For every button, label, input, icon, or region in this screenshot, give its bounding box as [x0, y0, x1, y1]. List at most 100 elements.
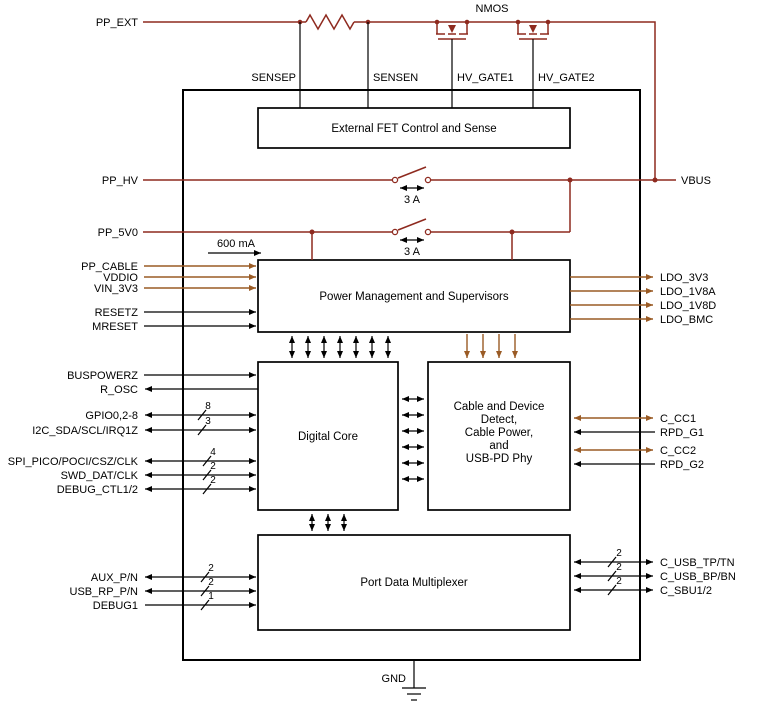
aux-bus-width: 2 — [208, 563, 214, 574]
debug1-label: DEBUG1 — [93, 600, 138, 612]
pp-cable-label: PP_CABLE — [81, 261, 138, 273]
switch-blade — [397, 218, 427, 231]
ldo-1v8d-label: LDO_1V8D — [660, 300, 716, 312]
hv-switch-rating: 3 A — [404, 194, 421, 206]
pm-to-core-arrows — [289, 336, 391, 358]
pin-ldo-bmc: LDO_BMC — [570, 314, 713, 326]
debug-ctl-label: DEBUG_CTL1/2 — [57, 484, 138, 496]
pin-i2c: 3 I2C_SDA/SCL/IRQ1Z — [32, 416, 256, 437]
vbus-label: VBUS — [681, 175, 711, 187]
usb-rp-bus-width: 2 — [208, 577, 214, 588]
c-usb-bp-label: C_USB_BP/BN — [660, 571, 736, 583]
c-usb-tp-bus-width: 2 — [616, 548, 622, 559]
pin-buspowerz: BUSPOWERZ — [67, 370, 256, 382]
swd-bus-width: 2 — [210, 461, 216, 472]
cable-detect-block — [427, 361, 571, 511]
pin-debug-ctl: 2 DEBUG_CTL1/2 — [57, 475, 256, 496]
c-usb-bp-bus-width: 2 — [616, 562, 622, 573]
pin-mreset: MRESET — [92, 321, 256, 333]
port-mux-block — [257, 534, 571, 631]
c-sbu-bus-width: 2 — [616, 576, 622, 587]
pin-rpd-g1: RPD_G1 — [574, 427, 704, 439]
cable-detect-line-3: Cable Power, — [465, 427, 533, 439]
swd-label: SWD_DAT/CLK — [61, 470, 139, 482]
c-sbu-label: C_SBU1/2 — [660, 585, 712, 597]
c-cc1-label: C_CC1 — [660, 413, 696, 425]
ldo-1v8a-label: LDO_1V8A — [660, 286, 716, 298]
digital-core-block — [257, 361, 399, 511]
gpio-label: GPIO0,2-8 — [85, 410, 138, 422]
rpd-g2-label: RPD_G2 — [660, 459, 704, 471]
pin-gpio: 8 GPIO0,2-8 — [85, 401, 256, 422]
cable-detect-line-4: and — [489, 440, 508, 452]
pm-to-cable-detect-arrows — [464, 334, 518, 358]
cable-detect-line-5: USB-PD Phy — [466, 453, 533, 465]
pin-usb-rp: 2 USB_RP_P/N — [70, 577, 256, 598]
core-to-mux-arrows — [309, 514, 347, 531]
gnd-label: GND — [382, 673, 407, 685]
power-mgmt-block — [257, 259, 571, 333]
pp-ext-rail — [143, 13, 656, 180]
fet1-body-arrow — [448, 25, 456, 33]
c-usb-tp-label: C_USB_TP/TN — [660, 557, 735, 569]
ground-symbol: GND — [382, 660, 426, 701]
pin-ldo-3v3: LDO_3V3 — [570, 272, 708, 284]
spi-bus-width: 4 — [210, 447, 216, 458]
spi-label: SPI_PICO/POCI/CSZ/CLK — [8, 456, 139, 468]
pin-c-cc2: C_CC2 — [574, 445, 696, 457]
cable-detect-line-2: Detect, — [481, 414, 517, 426]
pin-spi: 4 SPI_PICO/POCI/CSZ/CLK — [8, 447, 256, 468]
pin-ldo-1v8a: LDO_1V8A — [570, 286, 716, 298]
pin-resetz: RESETZ — [95, 307, 256, 319]
cable-detect-label: Cable and Device Detect, Cable Power, an… — [454, 401, 545, 465]
pin-rpd-g2: RPD_G2 — [574, 459, 704, 471]
5v-switch-rating: 3 A — [404, 246, 421, 258]
nmos-fet-2 — [515, 19, 551, 108]
debug1-bus-width: 1 — [208, 591, 214, 602]
pin-c-sbu: 2 C_SBU1/2 — [574, 576, 712, 597]
cable-current-annotation: 600 mA — [208, 238, 261, 256]
pp-hv-label: PP_HV — [102, 175, 139, 187]
pin-swd: 2 SWD_DAT/CLK — [61, 461, 256, 482]
core-to-cable-detect-arrows — [402, 396, 424, 482]
pin-debug1: 1 DEBUG1 — [93, 591, 256, 612]
pin-c-cc1: C_CC1 — [574, 413, 696, 425]
pin-aux: 2 AUX_P/N — [91, 563, 256, 584]
pin-pp-cable: PP_CABLE — [81, 261, 256, 273]
nmos-label: NMOS — [476, 3, 509, 15]
debug-ctl-bus-width: 2 — [210, 475, 216, 486]
pp-5v0-rail: 3 A — [143, 218, 570, 260]
i2c-bus-width: 3 — [205, 416, 211, 427]
pin-ldo-1v8d: LDO_1V8D — [570, 300, 716, 312]
5v-power-switch — [391, 218, 432, 243]
fet2-body-arrow — [529, 25, 537, 33]
rpd-g1-label: RPD_G1 — [660, 427, 704, 439]
sense-resistor — [305, 13, 355, 31]
nmos-fet-1 — [434, 19, 470, 108]
pin-r-osc: R_OSC — [100, 384, 258, 396]
r-osc-label: R_OSC — [100, 384, 138, 396]
cable-current-label: 600 mA — [217, 238, 256, 250]
hv-power-switch — [391, 166, 432, 191]
pin-vddio: VDDIO — [103, 272, 256, 284]
i2c-label: I2C_SDA/SCL/IRQ1Z — [32, 425, 138, 437]
ldo-bmc-label: LDO_BMC — [660, 314, 713, 326]
pin-vin-3v3: VIN_3V3 — [94, 283, 256, 295]
gpio-bus-width: 8 — [205, 401, 211, 412]
mreset-label: MRESET — [92, 321, 138, 333]
pp-ext-label: PP_EXT — [96, 17, 138, 29]
digital-core-label: Digital Core — [298, 431, 358, 443]
switch-blade — [397, 166, 427, 179]
usb-rp-label: USB_RP_P/N — [70, 586, 139, 598]
port-mux-label: Port Data Multiplexer — [360, 577, 468, 589]
vin-3v3-label: VIN_3V3 — [94, 283, 138, 295]
fet-control-label: External FET Control and Sense — [331, 123, 496, 135]
pp-5v0-label: PP_5V0 — [98, 227, 138, 239]
ldo-3v3-label: LDO_3V3 — [660, 272, 708, 284]
cable-detect-line-1: Cable and Device — [454, 401, 545, 413]
sensen-label: SENSEN — [373, 72, 418, 84]
hv-gate1-label: HV_GATE1 — [457, 72, 514, 84]
buspowerz-label: BUSPOWERZ — [67, 370, 138, 382]
